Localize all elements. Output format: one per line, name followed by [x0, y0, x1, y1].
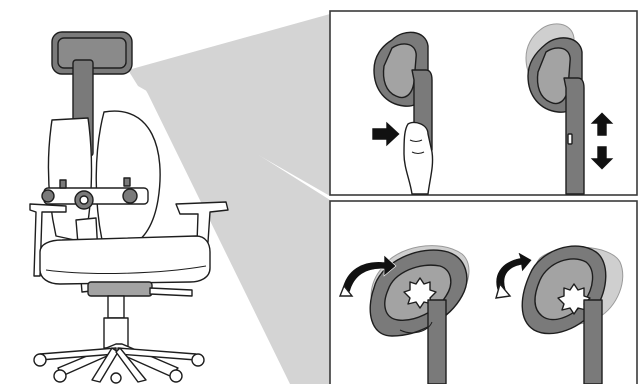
- gas-cylinder: [108, 296, 124, 318]
- detail-panel-height: [330, 11, 637, 195]
- seat-cushion: [40, 236, 210, 284]
- lumbar-knob-left: [42, 190, 54, 202]
- seat-mechanism: [88, 282, 152, 296]
- headrest-post-view3: [428, 300, 446, 384]
- caster-1: [34, 354, 46, 366]
- lumbar-knob-right: [123, 189, 137, 203]
- tilt-lever: [150, 288, 192, 296]
- caster-2: [54, 370, 66, 382]
- caster-5: [111, 373, 121, 383]
- caster-4: [192, 354, 204, 366]
- caster-3: [170, 370, 182, 382]
- headrest-post-view2: [564, 78, 584, 194]
- headrest-post-view4: [584, 300, 602, 384]
